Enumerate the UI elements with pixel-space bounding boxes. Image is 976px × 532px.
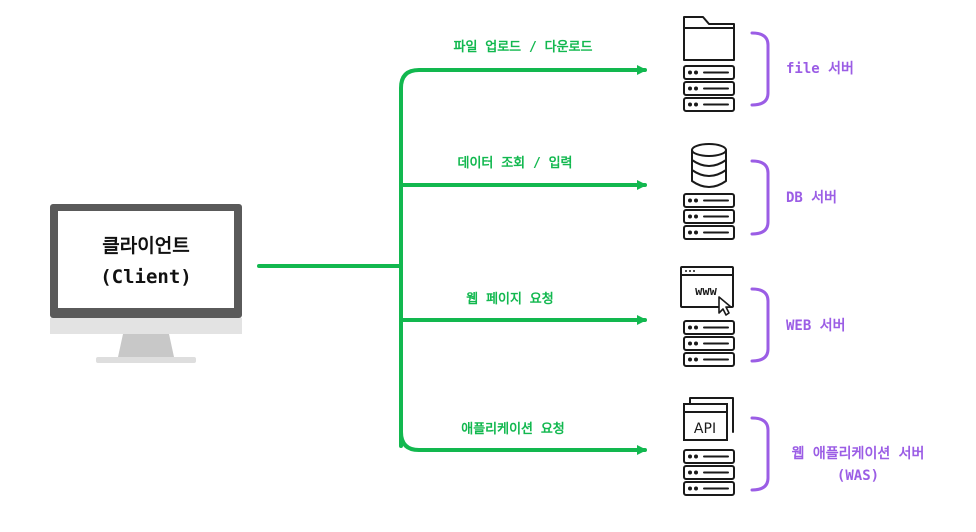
bracket bbox=[750, 416, 770, 492]
server-rack-icon bbox=[683, 193, 735, 240]
arrow-file bbox=[399, 65, 647, 448]
server-label-was: 웹 애플리케이션 서버 bbox=[792, 445, 925, 462]
route-label-web: 웹 페이지 요청 bbox=[466, 291, 553, 307]
connector-lines bbox=[257, 65, 647, 455]
db-server: DB 서버 bbox=[683, 143, 837, 240]
server-label-file: file 서버 bbox=[786, 60, 854, 77]
api-text: API bbox=[694, 421, 716, 437]
server-label-web: WEB 서버 bbox=[786, 317, 845, 334]
folder-icon bbox=[683, 16, 735, 61]
server-rack-icon bbox=[683, 320, 735, 367]
web-server: www WEB 서버 bbox=[680, 266, 845, 367]
server-rack-icon bbox=[683, 449, 735, 496]
route-label-db: 데이터 조회 / 입력 bbox=[457, 155, 572, 171]
api-window-icon: API bbox=[683, 397, 734, 441]
route-label-file: 파일 업로드 / 다운로드 bbox=[454, 39, 593, 55]
www-text: www bbox=[695, 284, 717, 298]
was-server: API 웹 애플리케이션 서버 (WAS) bbox=[683, 397, 925, 496]
route-label-was: 애플리케이션 요청 bbox=[461, 421, 565, 437]
client-label: 클라이언트 bbox=[102, 235, 189, 257]
cursor-icon bbox=[718, 296, 732, 316]
web-browser-icon: www bbox=[680, 266, 734, 316]
bracket bbox=[750, 159, 770, 236]
file-server: file 서버 bbox=[683, 16, 854, 112]
bracket bbox=[750, 287, 770, 363]
client-sublabel: (Client) bbox=[100, 266, 192, 288]
bracket bbox=[750, 31, 770, 107]
arrow-was bbox=[399, 430, 647, 455]
server-label-db: DB 서버 bbox=[786, 189, 837, 206]
server-label-was-abbr: (WAS) bbox=[837, 468, 879, 484]
database-icon bbox=[691, 143, 727, 188]
monitor-icon bbox=[50, 204, 242, 363]
server-rack-icon bbox=[683, 65, 735, 112]
client-monitor: 클라이언트 (Client) bbox=[50, 204, 242, 363]
